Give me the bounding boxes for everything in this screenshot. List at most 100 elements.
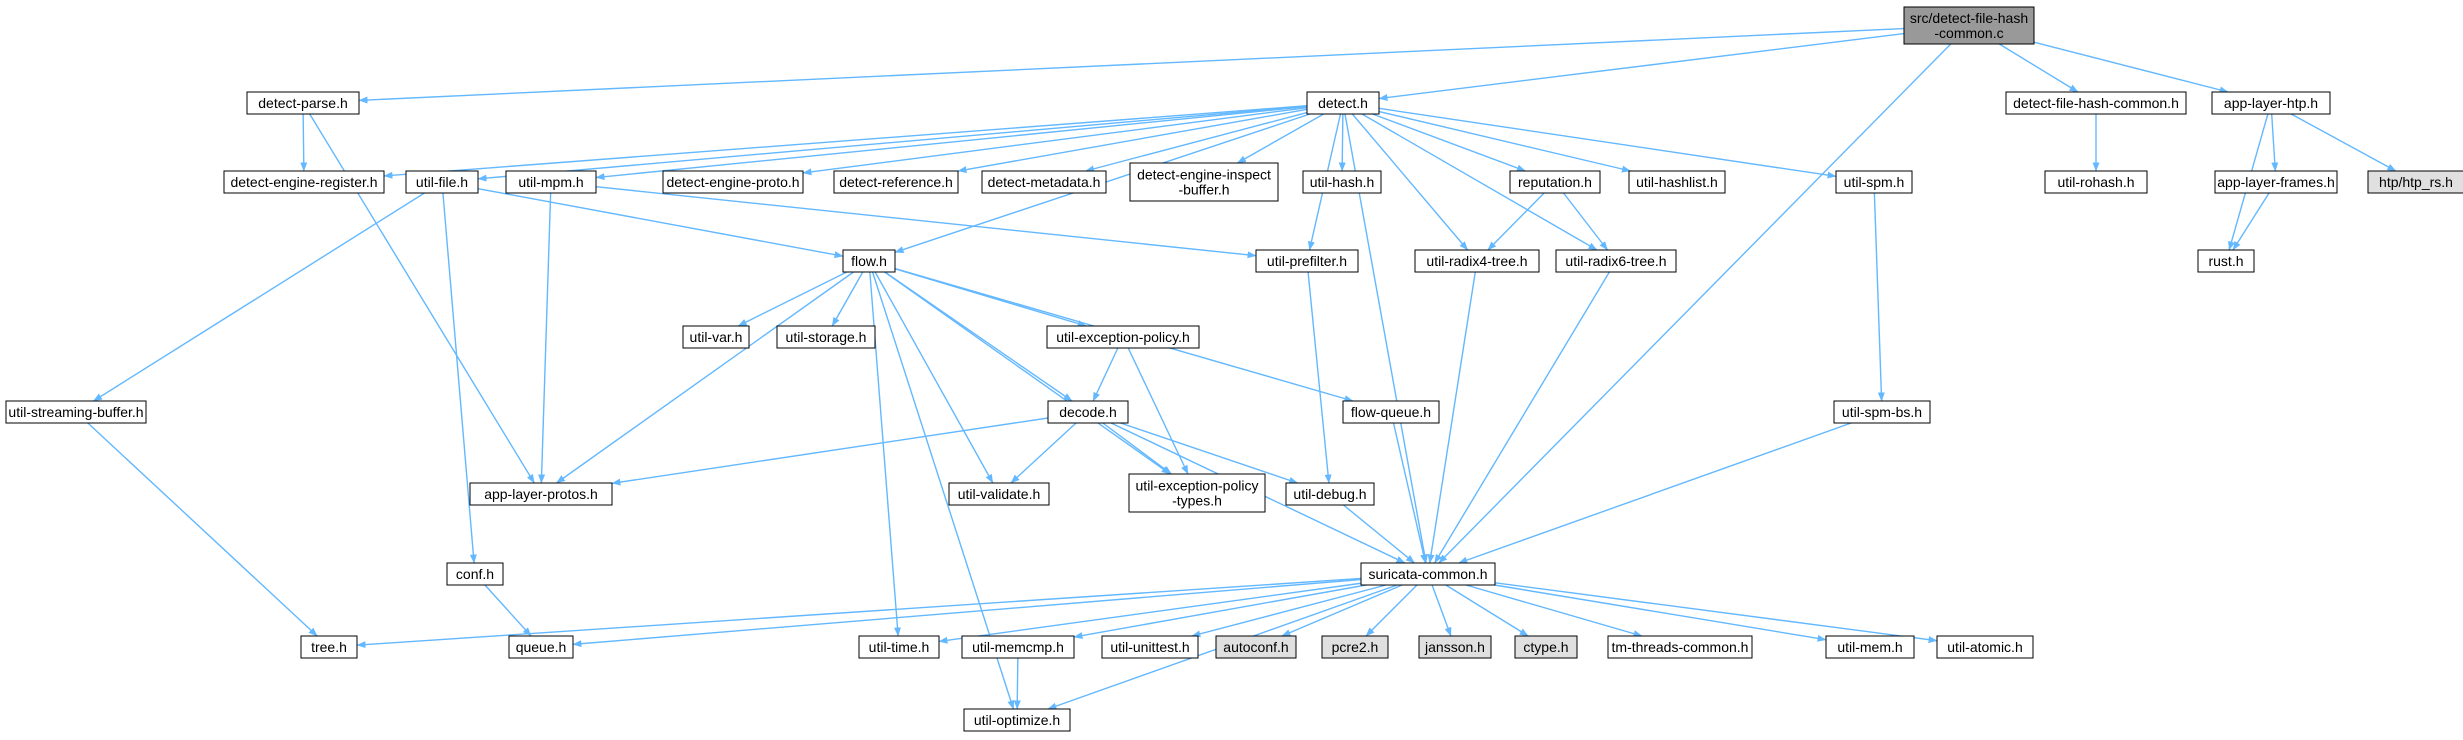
node-box-pcre2 bbox=[1321, 635, 1389, 659]
node-optimize[interactable]: util-optimize.h bbox=[963, 708, 1071, 732]
node-atomic[interactable]: util-atomic.h bbox=[1936, 635, 2034, 659]
edge-detect-to-utilmpm bbox=[595, 105, 1308, 181]
node-label-dfhc: detect-file-hash-common.h bbox=[2013, 95, 2179, 111]
node-box-utilmpm bbox=[505, 170, 597, 194]
node-exc[interactable]: util-exception-policy.h bbox=[1046, 325, 1200, 349]
node-utiltime[interactable]: util-time.h bbox=[858, 635, 940, 659]
node-label-autoconf: autoconf.h bbox=[1223, 639, 1288, 655]
edge-detect-to-deib bbox=[1236, 113, 1324, 164]
node-hashlist[interactable]: util-hashlist.h bbox=[1628, 170, 1726, 194]
node-memcmp[interactable]: util-memcmp.h bbox=[961, 635, 1075, 659]
node-label-utiltime: util-time.h bbox=[869, 639, 930, 655]
node-label-der: detect-engine-register.h bbox=[230, 174, 377, 190]
node-radix4[interactable]: util-radix4-tree.h bbox=[1414, 249, 1540, 273]
node-tree[interactable]: tree.h bbox=[300, 635, 358, 659]
edge-suricata-to-tmthreads bbox=[1465, 584, 1643, 637]
node-debug[interactable]: util-debug.h bbox=[1285, 482, 1375, 506]
node-detect[interactable]: detect.h bbox=[1306, 91, 1380, 115]
node-spmbs[interactable]: util-spm-bs.h bbox=[1833, 400, 1931, 424]
node-decode[interactable]: decode.h bbox=[1047, 400, 1129, 424]
node-utilfile[interactable]: util-file.h bbox=[405, 170, 479, 194]
node-der[interactable]: detect-engine-register.h bbox=[223, 170, 385, 194]
node-box-detect bbox=[1306, 91, 1380, 115]
node-alframes[interactable]: app-layer-frames.h bbox=[2214, 170, 2338, 194]
node-box-exc bbox=[1046, 325, 1200, 349]
node-label-utilmpm: util-mpm.h bbox=[518, 174, 583, 190]
node-utilhash[interactable]: util-hash.h bbox=[1302, 170, 1382, 194]
node-alhtp[interactable]: app-layer-htp.h bbox=[2211, 91, 2331, 115]
edge-suricata-to-utiltime bbox=[938, 582, 1362, 644]
node-utilmpm[interactable]: util-mpm.h bbox=[505, 170, 597, 194]
node-storage[interactable]: util-storage.h bbox=[776, 325, 876, 349]
node-reputation[interactable]: reputation.h bbox=[1509, 170, 1601, 194]
edge-prefilter-to-debug bbox=[1307, 271, 1332, 484]
node-box-decode bbox=[1047, 400, 1129, 424]
edge-alhtp-to-htprs bbox=[2290, 113, 2397, 172]
edge-spmbs-to-suricata bbox=[1458, 422, 1852, 564]
edge-exc-to-exctypes bbox=[1127, 347, 1189, 475]
node-flowqueue[interactable]: flow-queue.h bbox=[1342, 400, 1440, 424]
node-label-unittest: util-unittest.h bbox=[1110, 639, 1189, 655]
node-box-storage bbox=[776, 325, 876, 349]
node-label-dep: detect-engine-proto.h bbox=[666, 174, 799, 190]
node-label-alprotos: app-layer-protos.h bbox=[484, 486, 598, 502]
node-rohash[interactable]: util-rohash.h bbox=[2044, 170, 2148, 194]
edge-detect-to-hashlist bbox=[1378, 110, 1631, 173]
node-unittest[interactable]: util-unittest.h bbox=[1101, 635, 1199, 659]
node-label-exc: util-exception-policy.h bbox=[1056, 329, 1190, 345]
node-box-exctypes bbox=[1128, 473, 1266, 513]
node-dfhc[interactable]: detect-file-hash-common.h bbox=[2005, 91, 2187, 115]
node-label-validate: util-validate.h bbox=[958, 486, 1041, 502]
node-box-alhtp bbox=[2211, 91, 2331, 115]
node-box-unittest bbox=[1101, 635, 1199, 659]
node-box-alframes bbox=[2214, 170, 2338, 194]
node-label-suricata: suricata-common.h bbox=[1368, 566, 1487, 582]
edge-suricata-to-jansson bbox=[1431, 584, 1452, 637]
node-alprotos[interactable]: app-layer-protos.h bbox=[469, 482, 613, 506]
edge-detect-to-dref bbox=[957, 108, 1308, 174]
edge-streaming-to-tree bbox=[87, 422, 318, 637]
node-flow[interactable]: flow.h bbox=[842, 249, 896, 273]
edge-utilmpm-to-prefilter bbox=[595, 186, 1257, 259]
node-label-conf: conf.h bbox=[456, 566, 494, 582]
node-dref[interactable]: detect-reference.h bbox=[833, 170, 959, 194]
node-dmeta[interactable]: detect-metadata.h bbox=[981, 170, 1107, 194]
node-validate[interactable]: util-validate.h bbox=[948, 482, 1050, 506]
edge-suricata-to-memcmp bbox=[1073, 584, 1367, 639]
node-box-tmthreads bbox=[1607, 635, 1753, 659]
node-radix6[interactable]: util-radix6-tree.h bbox=[1555, 249, 1677, 273]
node-utilspm[interactable]: util-spm.h bbox=[1835, 170, 1913, 194]
node-box-utilfile bbox=[405, 170, 479, 194]
node-box-flow bbox=[842, 249, 896, 273]
edge-flow-to-validate bbox=[874, 271, 994, 484]
node-queue[interactable]: queue.h bbox=[508, 635, 574, 659]
edge-alframes-to-rust bbox=[2232, 192, 2270, 251]
edge-detect-to-reputation bbox=[1372, 113, 1526, 172]
node-utilmem[interactable]: util-mem.h bbox=[1825, 635, 1915, 659]
node-deib[interactable]: detect-engine-inspect-buffer.h bbox=[1129, 162, 1279, 202]
node-detect-parse[interactable]: detect-parse.h bbox=[246, 91, 360, 115]
node-box-jansson bbox=[1418, 635, 1492, 659]
edge-exc-to-decode bbox=[1092, 347, 1119, 402]
node-streaming[interactable]: util-streaming-buffer.h bbox=[5, 400, 147, 424]
node-exctypes[interactable]: util-exception-policy-types.h bbox=[1128, 473, 1266, 513]
edge-detect-to-radix6 bbox=[1361, 113, 1598, 251]
edge-detect-to-utilspm bbox=[1378, 107, 1837, 179]
node-box-utilhash bbox=[1302, 170, 1382, 194]
node-box-detect-parse bbox=[246, 91, 360, 115]
node-dep[interactable]: detect-engine-proto.h bbox=[662, 170, 804, 194]
node-pcre2: pcre2.h bbox=[1321, 635, 1389, 659]
node-box-utilmem bbox=[1825, 635, 1915, 659]
node-suricata[interactable]: suricata-common.h bbox=[1360, 562, 1496, 586]
node-utilvar[interactable]: util-var.h bbox=[682, 325, 750, 349]
edge-flow-to-utilvar bbox=[737, 271, 848, 327]
node-prefilter[interactable]: util-prefilter.h bbox=[1255, 249, 1359, 273]
edge-decode-to-exctypes bbox=[1102, 422, 1172, 475]
node-rust[interactable]: rust.h bbox=[2197, 249, 2255, 273]
node-autoconf: autoconf.h bbox=[1215, 635, 1297, 659]
node-tmthreads[interactable]: tm-threads-common.h bbox=[1607, 635, 1753, 659]
node-conf[interactable]: conf.h bbox=[446, 562, 504, 586]
edge-decode-to-alprotos bbox=[611, 417, 1049, 486]
node-label-debug: util-debug.h bbox=[1293, 486, 1366, 502]
